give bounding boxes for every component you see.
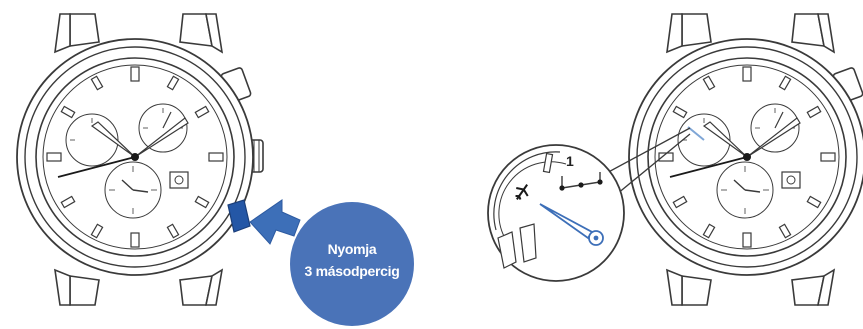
instruction-line-2: 3 másodpercig: [305, 263, 400, 279]
instruction-line-1: Nyomja: [328, 241, 377, 257]
watch-right: [629, 14, 863, 305]
watch-left: [17, 14, 263, 305]
zoom-detail: 1: [488, 145, 624, 281]
zoom-digit-label: 1: [566, 153, 574, 169]
instruction-callout: Nyomja 3 másodpercig: [290, 202, 414, 326]
pusher-b-button[interactable]: [228, 200, 250, 232]
press-arrow-icon: [250, 200, 300, 244]
